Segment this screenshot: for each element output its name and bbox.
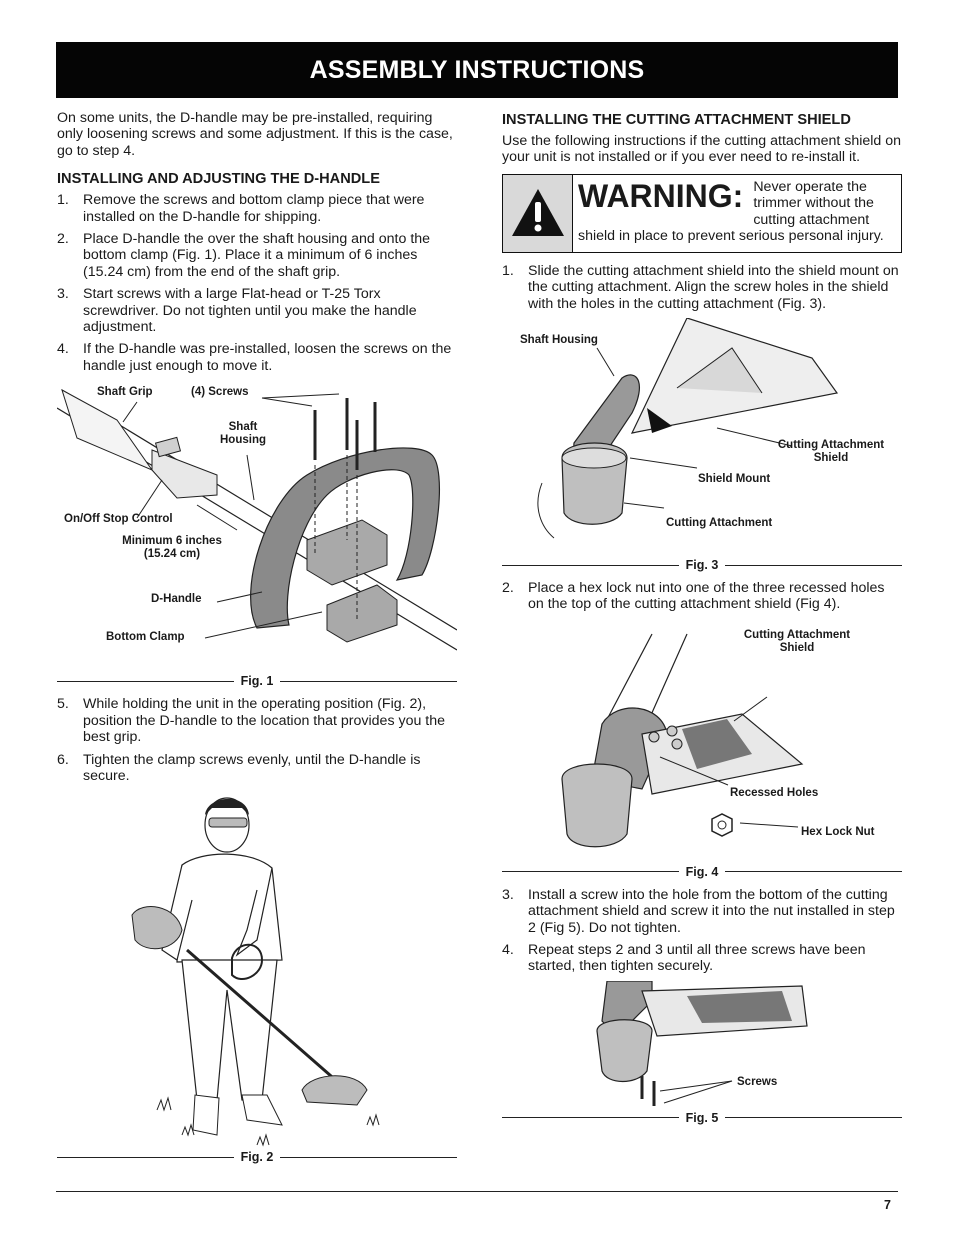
fig1-caption-row: Fig. 1 (57, 674, 457, 688)
fig3-drawing (537, 318, 839, 539)
fig3-caption-row: Fig. 3 (502, 558, 902, 572)
label-shaft-housing: Shaft Housing (520, 334, 598, 347)
list-item: 2.Place a hex lock nut into one of the t… (502, 580, 885, 613)
page-title: ASSEMBLY INSTRUCTIONS (309, 55, 645, 84)
footer-rule (56, 1191, 898, 1192)
dhandle-steps-a: 1.Remove the screws and bottom clamp pie… (57, 192, 457, 374)
shield-step-2: 2.Place a hex lock nut into one of the t… (502, 580, 902, 613)
fig2-caption-row: Fig. 2 (57, 1150, 457, 1164)
label-screws: Screws (737, 1075, 778, 1088)
warning-title: WARNING: (578, 177, 744, 214)
fig5-caption: Fig. 5 (685, 1110, 719, 1125)
fig4-illustration: Cutting Attachment Shield Recessed Holes… (502, 619, 902, 863)
label-cutting-attachment-shield: Cutting Attachment Shield (743, 628, 851, 654)
fig4-drawing (561, 633, 804, 848)
intro-paragraph: On some units, the D-handle may be pre-i… (57, 110, 453, 159)
label-on-off-stop: On/Off Stop Control (64, 513, 173, 526)
fig5-drawing (596, 980, 808, 1106)
fig4-caption-row: Fig. 4 (502, 865, 902, 879)
fig1-illustration: Shaft Grip (4) Screws Shaft Housing On/O… (57, 380, 457, 672)
label-shield-mount: Shield Mount (698, 473, 771, 486)
shield-step-1: 1.Slide the cutting attachment shield in… (502, 263, 902, 312)
fig3-illustration: Shaft Housing Cutting Attachment Shield … (502, 318, 902, 556)
list-item: 4.If the D-handle was pre-installed, loo… (57, 341, 452, 374)
label-bottom-clamp: Bottom Clamp (106, 631, 185, 644)
warning-message: Never operate the trimmer without the cu… (578, 178, 884, 245)
label-screws: (4) Screws (191, 386, 249, 399)
fig5-illustration: Screws (502, 980, 902, 1111)
shield-intro-paragraph: Use the following instructions if the cu… (502, 133, 902, 166)
fig2-illustration (57, 790, 457, 1158)
list-item: 3.Install a screw into the hole from the… (502, 886, 895, 936)
shield-section-title: INSTALLING THE CUTTING ATTACHMENT SHIELD (502, 112, 851, 128)
label-hex-lock-nut: Hex Lock Nut (801, 825, 875, 838)
label-d-handle: D-Handle (151, 593, 202, 606)
fig2-caption: Fig. 2 (240, 1150, 274, 1165)
list-item: 3.Start screws with a large Flat-head or… (57, 286, 417, 336)
list-item: 1.Slide the cutting attachment shield in… (502, 262, 899, 312)
right-column: INSTALLING THE CUTTING ATTACHMENT SHIELD… (502, 110, 902, 1133)
label-minimum-distance: Minimum 6 inches (15.24 cm) (122, 535, 222, 561)
left-column: On some units, the D-handle may be pre-i… (57, 110, 457, 1172)
label-shaft-grip: Shaft Grip (97, 386, 153, 399)
shield-steps-c: 3.Install a screw into the hole from the… (502, 887, 902, 975)
dhandle-steps-b: 5.While holding the unit in the operatin… (57, 696, 457, 784)
label-shaft-housing: Shaft Housing (220, 421, 266, 447)
label-cutting-attachment: Cutting Attachment (666, 517, 773, 530)
label-cutting-attachment-shield: Cutting Attachment Shield (777, 439, 885, 465)
warning-text-area: WARNING: Never operate the trimmer witho… (573, 175, 901, 252)
dhandle-section-title: INSTALLING AND ADJUSTING THE D-HANDLE (57, 171, 380, 188)
fig1-drawing (57, 389, 457, 651)
list-item: 2.Place D-handle the over the shaft hous… (57, 231, 431, 280)
warning-box: WARNING: Never operate the trimmer witho… (502, 173, 902, 253)
warning-triangle-icon (503, 174, 573, 252)
fig2-operator-drawing (131, 797, 380, 1147)
label-recessed-holes: Recessed Holes (730, 786, 819, 799)
list-item: 4.Repeat steps 2 and 3 until all three s… (502, 942, 866, 975)
page-number: 7 (884, 1198, 891, 1212)
fig5-caption-row: Fig. 5 (502, 1111, 902, 1125)
fig3-caption: Fig. 3 (685, 558, 719, 573)
fig1-caption: Fig. 1 (240, 674, 274, 689)
fig4-caption: Fig. 4 (685, 864, 719, 879)
section-banner: ASSEMBLY INSTRUCTIONS (56, 42, 898, 98)
list-item: 1.Remove the screws and bottom clamp pie… (57, 192, 425, 225)
list-item: 6.Tighten the clamp screws evenly, until… (57, 751, 421, 784)
list-item: 5.While holding the unit in the operatin… (57, 696, 446, 746)
